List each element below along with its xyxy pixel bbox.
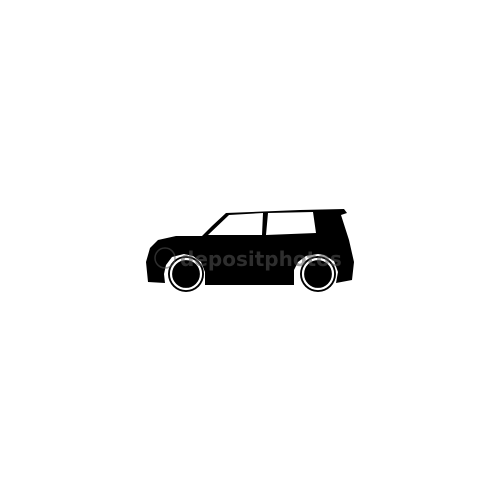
front-wheel [168,256,204,292]
watermark: depositphotos [154,247,342,271]
watermark-logo-icon [154,247,176,269]
front-window [208,213,263,235]
rear-window [266,212,316,235]
rear-wheel [300,256,336,292]
watermark-text: depositphotos [180,247,342,271]
